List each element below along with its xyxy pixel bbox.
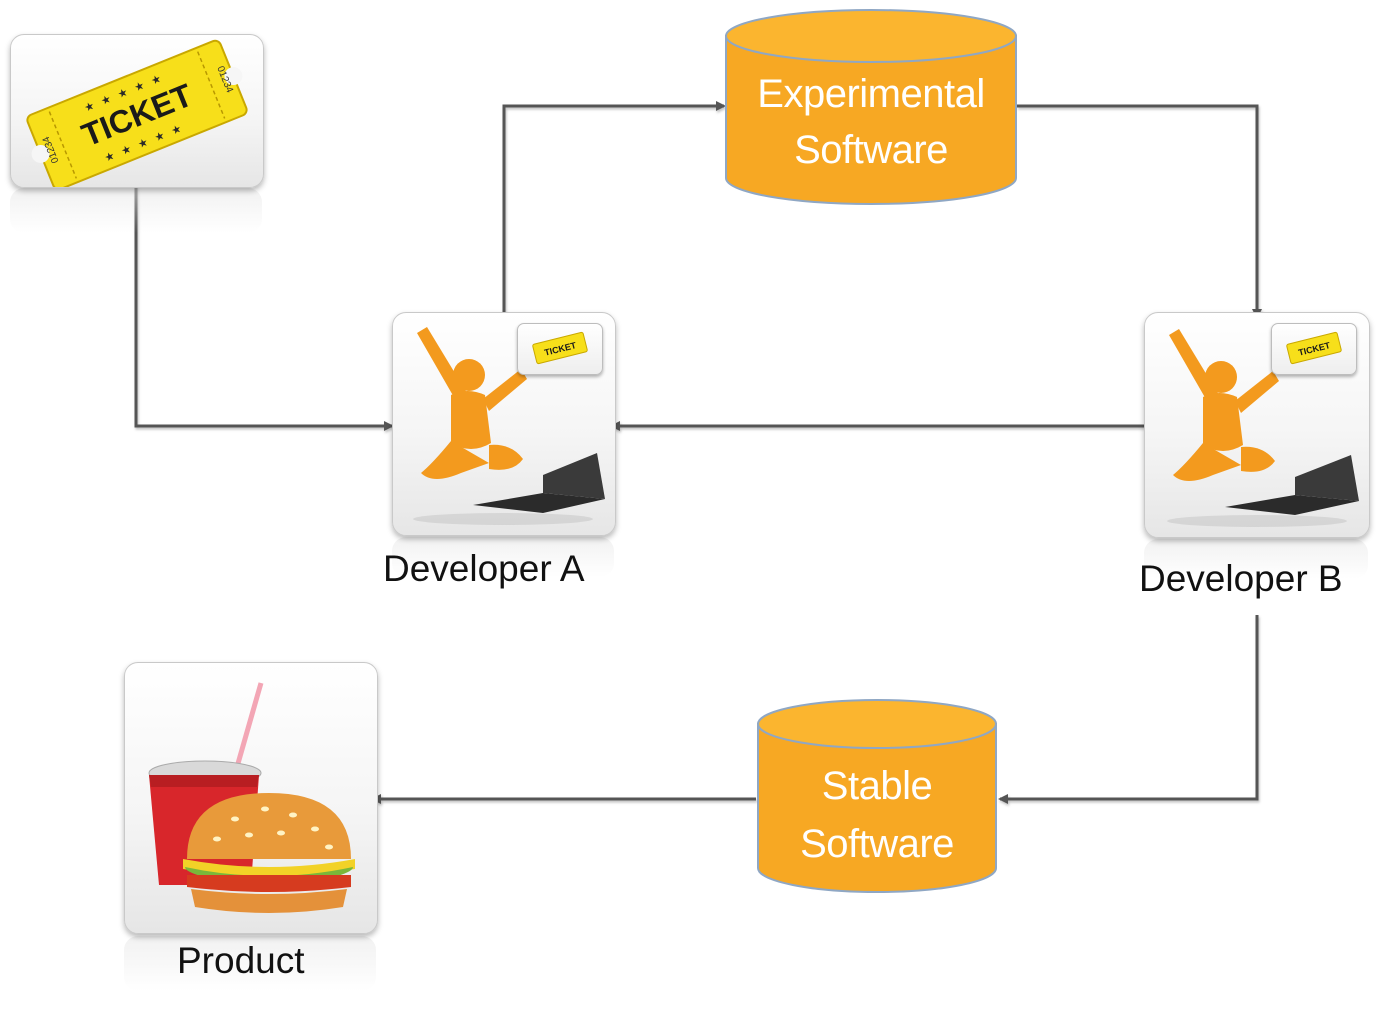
svg-text:★: ★ — [133, 80, 147, 95]
experimental-line-1: Experimental — [757, 72, 985, 116]
developer-a-ticket-badge: TICKET — [517, 323, 603, 375]
database-icon — [725, 9, 1017, 205]
experimental-software-cylinder: Experimental Software — [724, 8, 1018, 206]
burger-and-drink-icon — [148, 682, 355, 913]
stable-line-2: Software — [800, 822, 954, 866]
svg-text:★: ★ — [136, 136, 150, 151]
stable-line-1: Stable — [821, 764, 933, 808]
developer-a-label: Developer A — [383, 548, 585, 589]
connector-developer-b-to-stable — [998, 615, 1259, 804]
product-label: Product — [177, 940, 305, 981]
ticket-icon: TICKET — [1286, 331, 1342, 365]
developer-with-laptop-icon — [413, 327, 605, 525]
svg-text:★: ★ — [120, 143, 134, 158]
experimental-line-2: Software — [794, 128, 948, 172]
connector-developer-a-to-experimental — [502, 101, 726, 322]
developer-b-tile: TICKET — [1144, 312, 1370, 538]
ticket-icon: TICKET — [532, 331, 588, 365]
svg-text:★: ★ — [99, 93, 113, 108]
product-tile — [124, 662, 378, 934]
ticket-tile: ★★★ ★★ ★★★ ★★ TICKET 01234 01234 — [10, 34, 264, 188]
developer-a-tile: TICKET — [392, 312, 616, 536]
connector-experimental-to-developer-b — [1017, 104, 1262, 319]
svg-text:★: ★ — [153, 130, 167, 145]
ticket-icon: ★★★ ★★ ★★★ ★★ TICKET 01234 01234 — [26, 39, 248, 187]
connector-ticket-to-developer-a — [134, 184, 394, 431]
developer-b-label: Developer B — [1139, 558, 1343, 599]
svg-text:★: ★ — [149, 73, 163, 88]
svg-text:★: ★ — [83, 100, 97, 115]
svg-text:★: ★ — [103, 150, 117, 165]
database-icon — [757, 699, 997, 893]
developer-b-ticket-badge: TICKET — [1271, 323, 1357, 375]
svg-text:★: ★ — [116, 86, 130, 101]
svg-text:★: ★ — [170, 123, 184, 138]
developer-with-laptop-icon — [1167, 329, 1359, 527]
stable-software-cylinder: Stable Software — [756, 698, 998, 894]
